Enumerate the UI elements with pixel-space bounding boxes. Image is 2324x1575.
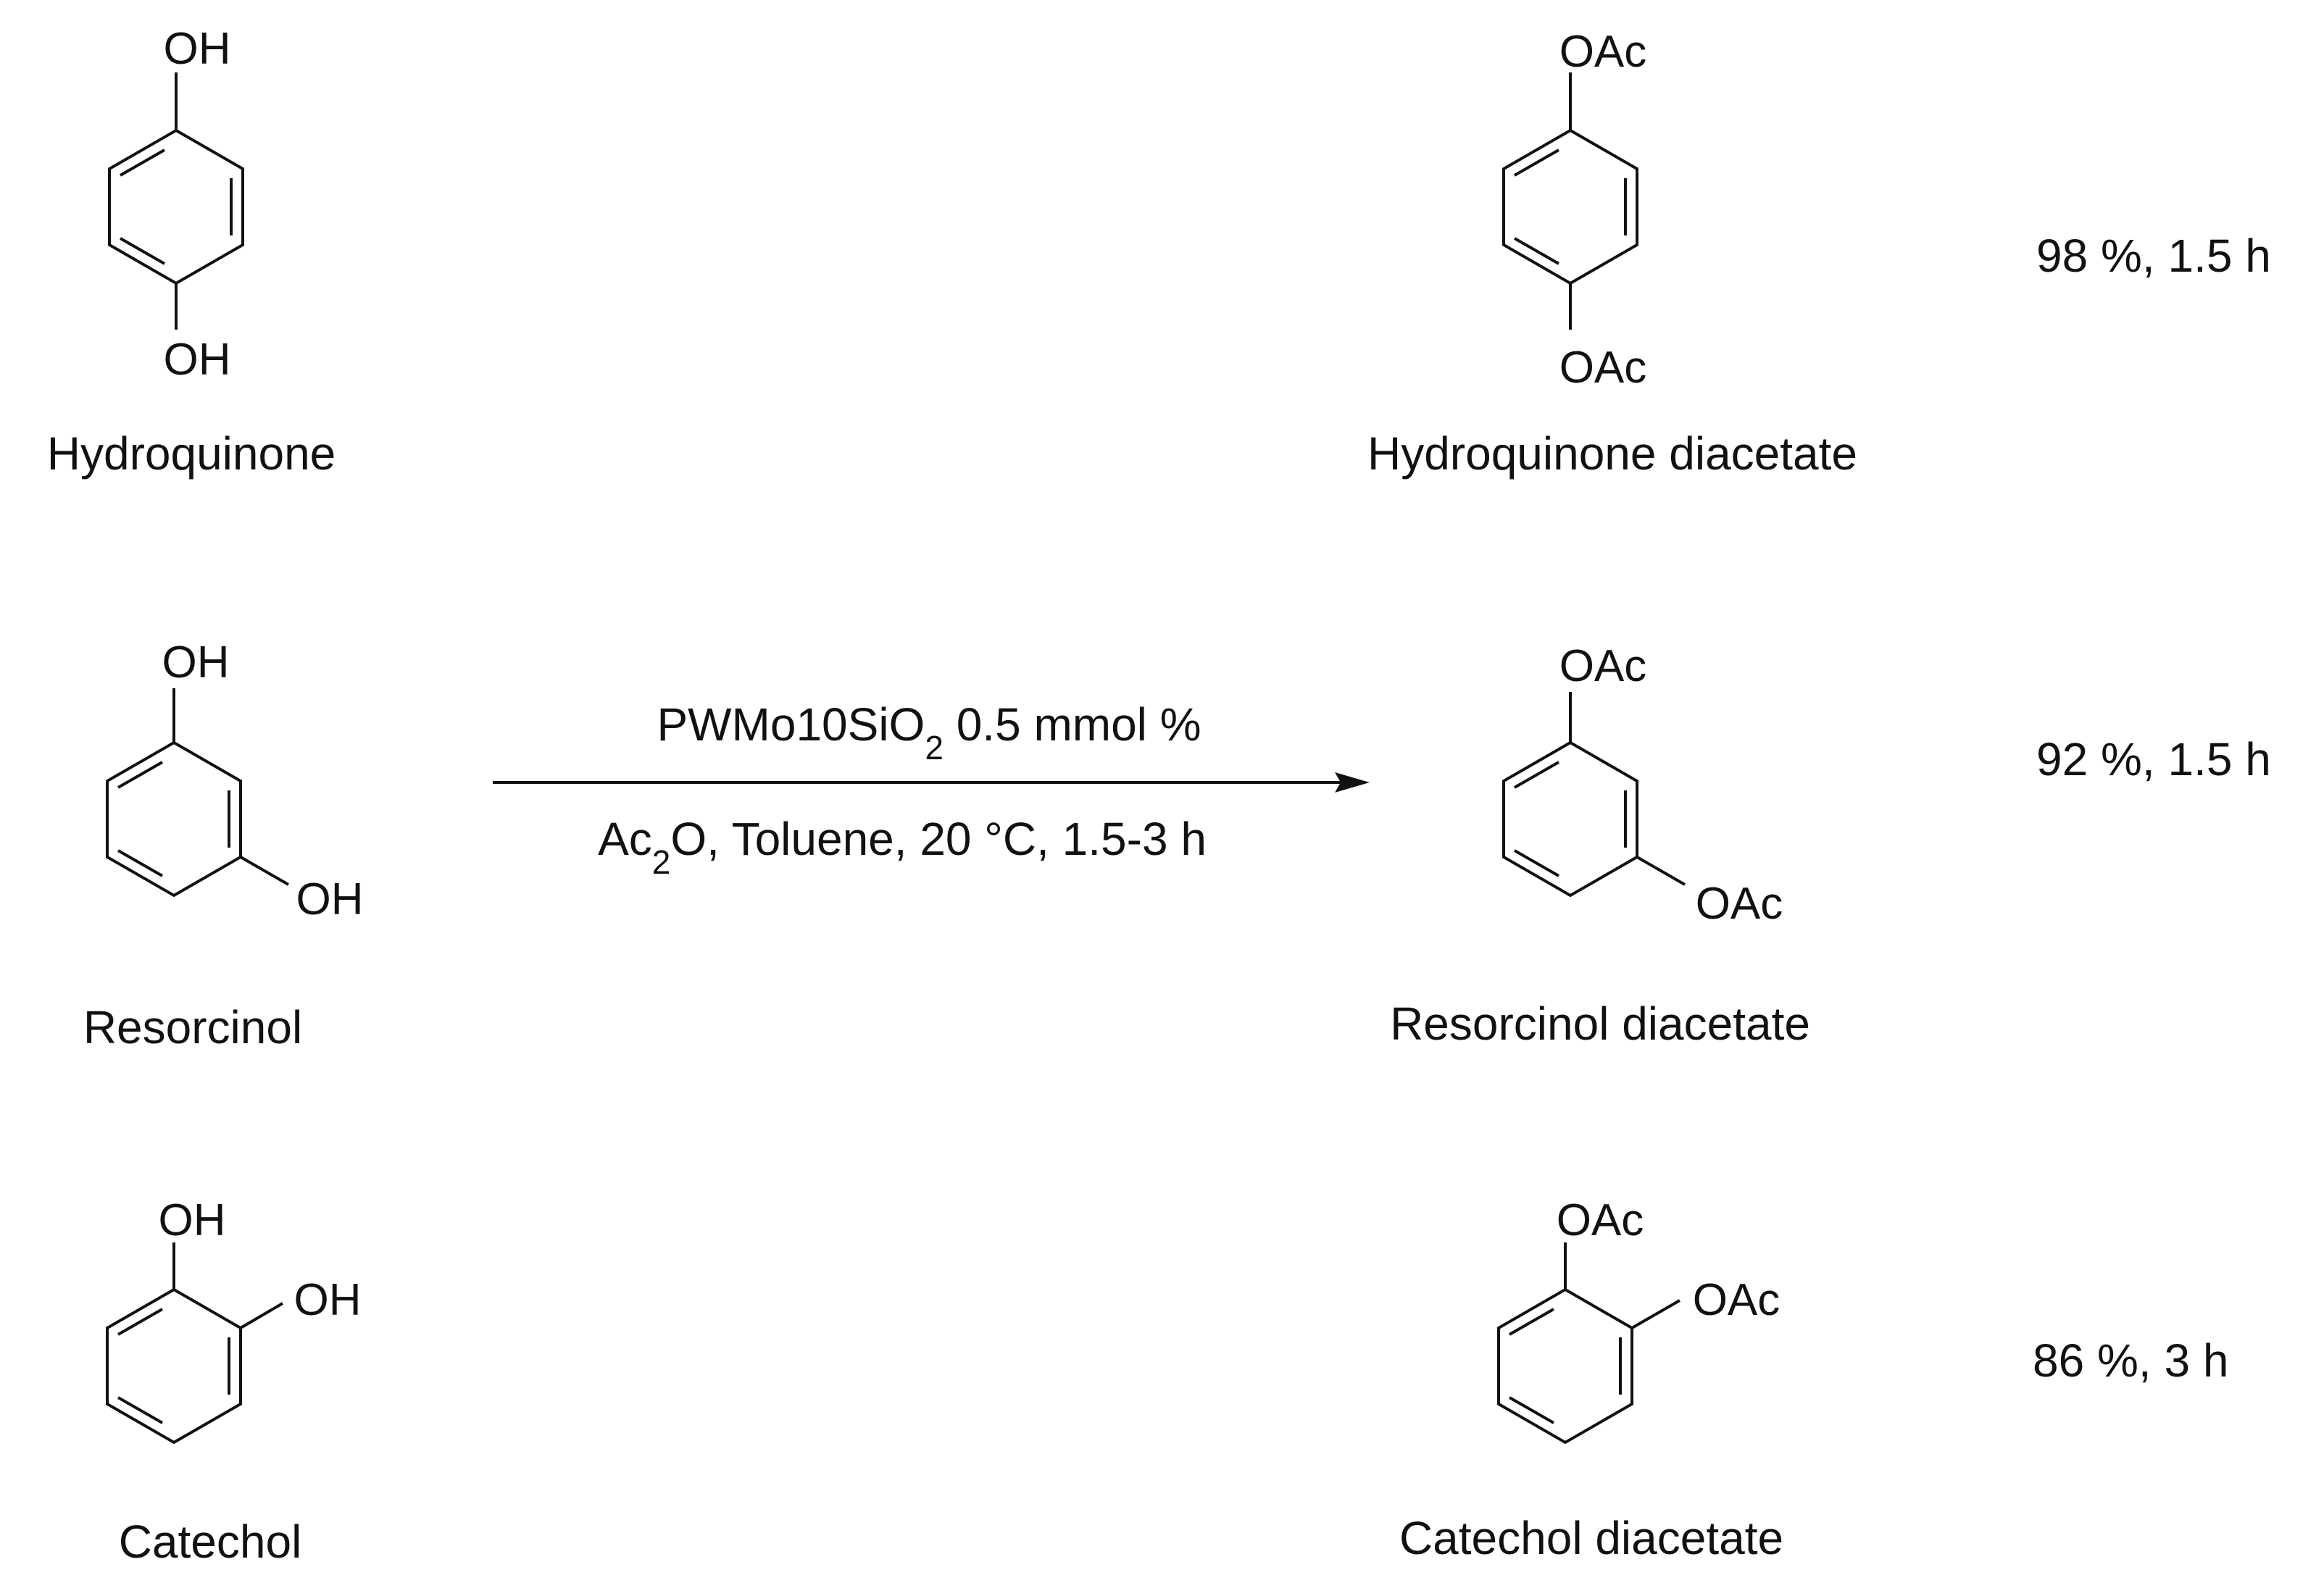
catechol-double-bond: [117, 1308, 163, 1336]
catechol-yield: 86 %, 3 h: [2033, 1334, 2228, 1387]
catechol-ring: [106, 1287, 242, 1445]
resorcinol-diacetate-structure: OAc OAc: [1502, 641, 1783, 929]
catechol-oh-label: OH: [159, 1195, 226, 1245]
reagent-condition: Ac2O, Toluene, 20 °C, 1.5-3 h: [598, 813, 1207, 881]
catechol-diacetate-oac-label: OAc: [1693, 1275, 1781, 1325]
catalyst-condition: PWMo10SiO2 0.5 mmol %: [657, 698, 1201, 766]
hydroquinone-oh-label: OH: [164, 24, 231, 74]
resorcinol-double-bond: [117, 849, 163, 877]
catechol-oh-label: OH: [294, 1275, 362, 1325]
catechol-oh-bond: [239, 1302, 284, 1329]
hydroquinone-diacetate-double-bond: [1514, 149, 1559, 177]
hydroquinone-diacetate-double-bond: [1514, 237, 1559, 265]
resorcinol-double-bond: [117, 761, 163, 789]
arrowhead: [1335, 772, 1370, 793]
catechol-name: Catechol: [119, 1516, 302, 1568]
resorcinol-structure: OH OH: [106, 638, 364, 924]
catechol-diacetate-name: Catechol diacetate: [1399, 1512, 1783, 1564]
hydroquinone-name: Hydroquinone: [47, 427, 336, 480]
resorcinol-diacetate-double-bond: [1514, 761, 1559, 789]
hydroquinone-diacetate-ring: [1502, 128, 1638, 285]
catechol-structure: OH OH: [106, 1195, 362, 1445]
hydroquinone-diacetate-name: Hydroquinone diacetate: [1367, 427, 1857, 480]
hydroquinone-double-bond: [120, 237, 165, 265]
catechol-diacetate-double-bond: [1509, 1396, 1554, 1424]
hydroquinone-diacetate-oac-label: OAc: [1559, 343, 1647, 393]
hydroquinone-yield: 98 %, 1.5 h: [2036, 230, 2271, 282]
resorcinol-name: Resorcinol: [83, 1001, 302, 1053]
catechol-double-bond: [117, 1396, 163, 1424]
resorcinol-diacetate-oac-label: OAc: [1696, 879, 1783, 929]
catechol-diacetate-oac-label: OAc: [1557, 1195, 1644, 1245]
hydroquinone-oh-label: OH: [164, 335, 231, 385]
catechol-diacetate-ring: [1497, 1287, 1633, 1445]
resorcinol-oh-label: OH: [296, 874, 364, 924]
reaction-arrow: [493, 772, 1370, 793]
resorcinol-diacetate-ring: [1502, 740, 1638, 898]
catechol-diacetate-double-bond: [1509, 1308, 1554, 1336]
hydroquinone-diacetate-oac-label: OAc: [1559, 27, 1647, 77]
hydroquinone-structure: OH OH: [108, 24, 244, 385]
resorcinol-diacetate-double-bond: [1514, 849, 1559, 877]
hydroquinone-diacetate-structure: OAc OAc: [1502, 27, 1647, 393]
resorcinol-oh-label: OH: [162, 638, 230, 688]
resorcinol-diacetate-oac-bond: [1636, 856, 1686, 886]
resorcinol-ring: [106, 740, 242, 898]
resorcinol-yield: 92 %, 1.5 h: [2036, 733, 2271, 785]
resorcinol-oh-bond: [240, 856, 289, 886]
hydroquinone-double-bond: [120, 149, 165, 177]
catechol-diacetate-oac-bond: [1631, 1299, 1680, 1329]
hydroquinone-ring: [108, 128, 244, 285]
resorcinol-diacetate-name: Resorcinol diacetate: [1390, 998, 1810, 1050]
resorcinol-diacetate-oac-label: OAc: [1559, 641, 1647, 691]
catechol-diacetate-structure: OAc OAc: [1497, 1195, 1781, 1445]
